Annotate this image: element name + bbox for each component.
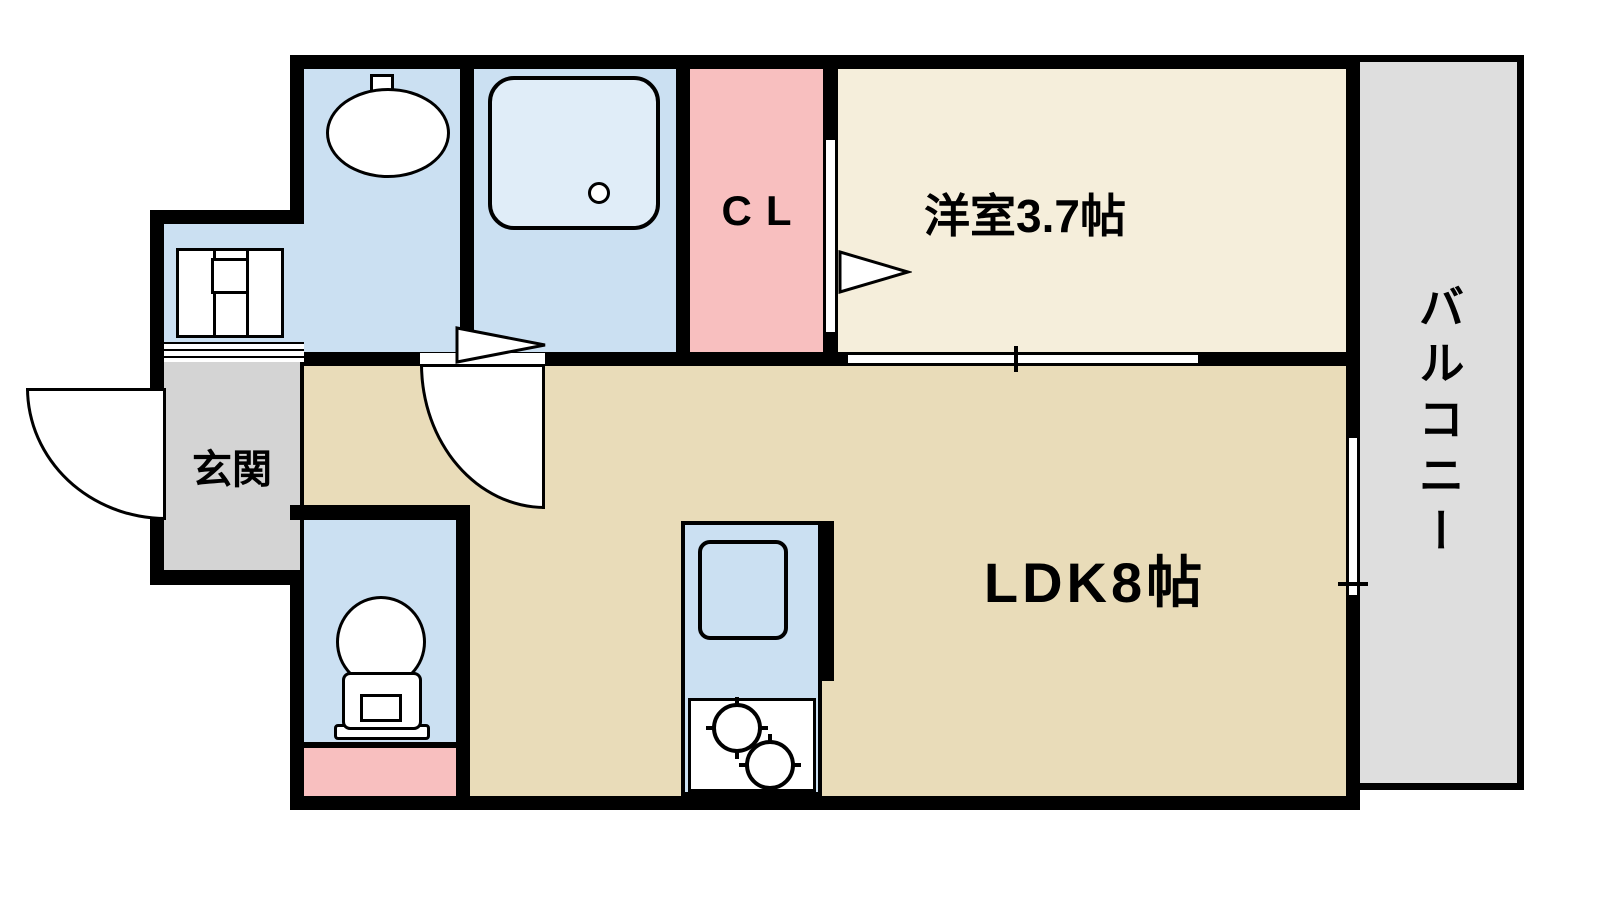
western-room-label: 洋室3.7帖 bbox=[924, 190, 1126, 242]
entrance-label: 玄関 bbox=[192, 448, 272, 492]
sliding-door-track bbox=[848, 355, 1198, 363]
bathtub-icon bbox=[488, 76, 660, 230]
balcony-label: バルコニー bbox=[1412, 282, 1465, 563]
balcony-area: バルコニー bbox=[1360, 55, 1524, 790]
utility-strip bbox=[304, 748, 456, 796]
closet-area: CL bbox=[690, 69, 823, 352]
entrance-door-swing-icon bbox=[26, 388, 166, 520]
toilet-button-icon bbox=[360, 694, 402, 722]
wall-segment-toilet-right bbox=[456, 505, 470, 810]
stove-burner-icon bbox=[745, 740, 795, 790]
kitchen-sink-icon bbox=[698, 540, 788, 640]
pan-drain-icon bbox=[211, 258, 249, 294]
wall-segment-toilet-top bbox=[290, 505, 470, 520]
balcony-window-tick bbox=[1338, 582, 1368, 586]
wall-segment-kitchen bbox=[818, 521, 834, 681]
western-room-door-icon bbox=[838, 250, 912, 294]
entrance-area: 玄関 bbox=[164, 362, 300, 570]
bathroom-folding-door-icon bbox=[455, 326, 546, 364]
washbasin-icon bbox=[326, 88, 450, 178]
balcony-window bbox=[1349, 438, 1357, 595]
entrance-step bbox=[164, 342, 304, 362]
wall-segment-toilet-divider bbox=[304, 742, 456, 748]
closet-label: CL bbox=[721, 186, 806, 234]
closet-door-opening bbox=[826, 140, 835, 332]
ldk-label: LDK8帖 bbox=[983, 551, 1207, 614]
sliding-door-tick bbox=[1014, 346, 1018, 372]
western-room-area bbox=[838, 69, 1346, 352]
bathtub-drain-icon bbox=[588, 182, 610, 204]
